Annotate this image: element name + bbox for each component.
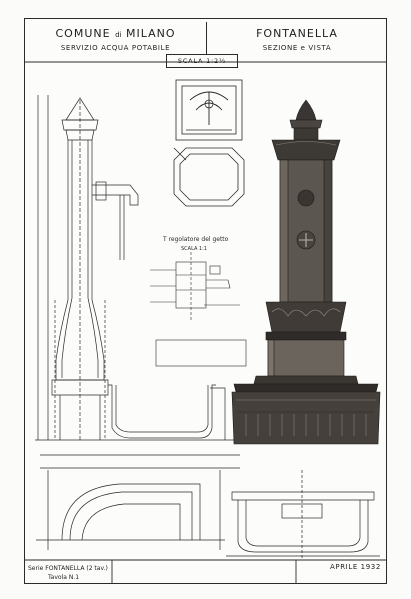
title-block xyxy=(24,559,387,584)
series-name: FONTANELLA xyxy=(45,565,85,572)
plate-number: Tavola N.1 xyxy=(48,574,80,581)
header-left-title: COMUNE di MILANO xyxy=(24,27,207,40)
regulator-detail-drawing xyxy=(150,252,247,367)
plan-view xyxy=(173,147,245,207)
detail-title: T regolatore del getto xyxy=(163,236,229,243)
basin-front-section xyxy=(226,470,380,560)
footer-date: APRILE 1932 xyxy=(330,563,381,571)
detail-scale: SCALA 1:1 xyxy=(181,246,208,252)
ornament-panel xyxy=(175,79,243,141)
header-divider xyxy=(206,22,208,60)
header-right-subtitle: SEZIONE e VISTA xyxy=(262,44,332,52)
header-right: FONTANELLA SEZIONE e VISTA xyxy=(207,18,387,62)
fountain-section-drawing xyxy=(35,95,240,469)
scale-label: SCALA 1:2½ xyxy=(166,54,238,68)
header-right-title: FONTANELLA xyxy=(256,27,338,40)
header-left-subtitle: SERVIZIO ACQUA POTABILE xyxy=(60,44,171,52)
series-label: Serie xyxy=(28,565,44,572)
footer-series: Serie FONTANELLA (2 tav.) xyxy=(28,565,108,572)
series-type: (2 tav.) xyxy=(86,565,108,572)
title-di: di xyxy=(115,31,122,39)
fountain-elevation-view xyxy=(231,99,381,445)
header-left: COMUNE di MILANO SERVIZIO ACQUA POTABILE xyxy=(24,18,207,62)
title-city: MILANO xyxy=(125,27,176,40)
title-comune: COMUNE xyxy=(55,27,111,40)
basin-plan-view xyxy=(36,470,225,550)
